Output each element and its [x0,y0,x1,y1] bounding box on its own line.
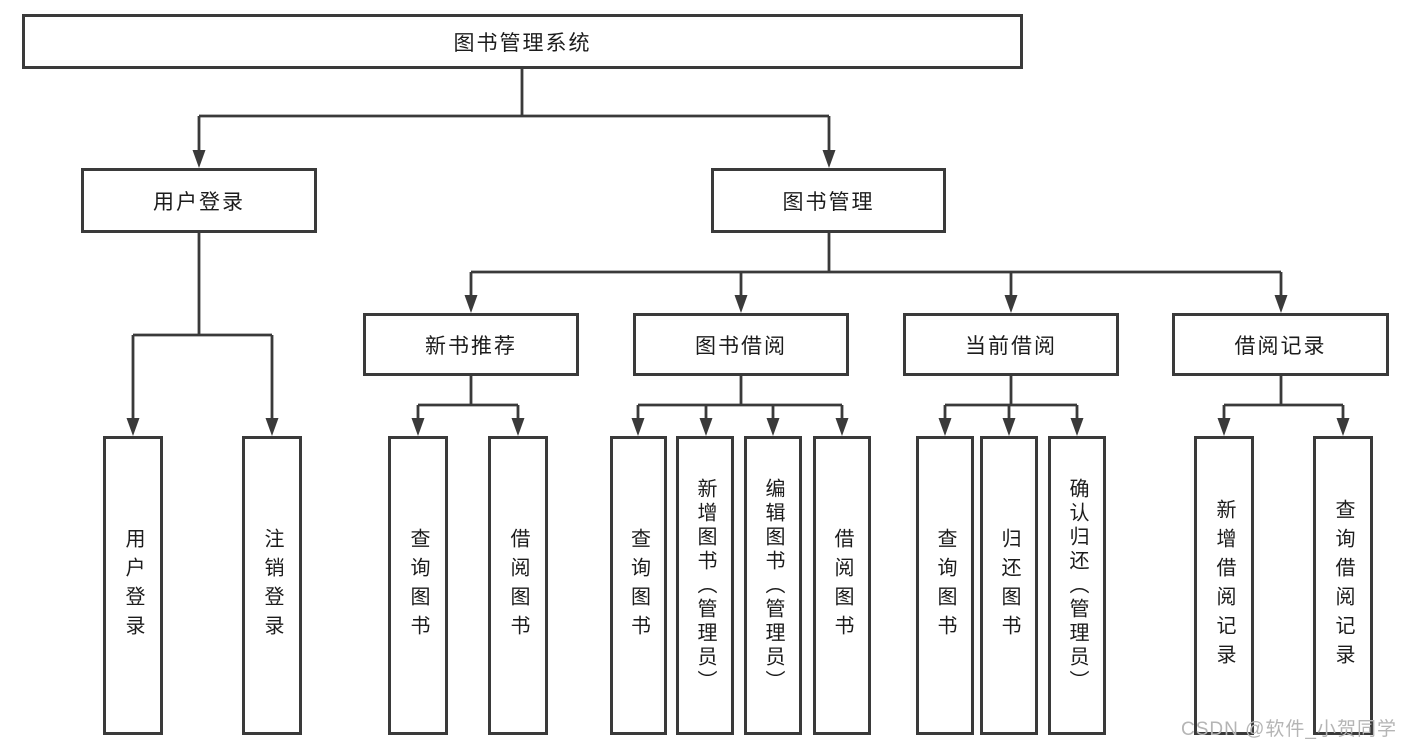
node-new-book-recommend: 新书推荐 [363,313,579,376]
node-user-login: 用户登录 [81,168,317,233]
leaf-add-book-admin-label: 新增图书（管理员） [694,477,716,694]
leaf-logout: 注销登录 [242,436,302,735]
leaf-borrow-book: 借阅图书 [813,436,871,735]
leaf-borrow-book-recommend-label: 借阅图书 [507,527,529,644]
leaf-borrow-book-label: 借阅图书 [831,527,853,644]
leaf-borrow-book-recommend: 借阅图书 [488,436,548,735]
csdn-watermark: CSDN @软件_小贺同学 [1181,719,1397,740]
leaf-query-book-recommend: 查询图书 [388,436,448,735]
leaf-user-login-label: 用户登录 [122,527,144,644]
leaf-user-login: 用户登录 [103,436,163,735]
leaf-edit-book-admin: 编辑图书（管理员） [744,436,802,735]
leaf-confirm-return-admin: 确认归还（管理员） [1048,436,1106,735]
leaf-query-book-recommend-label: 查询图书 [407,527,429,644]
leaf-logout-label: 注销登录 [261,527,283,644]
leaf-query-borrow-record: 查询借阅记录 [1313,436,1373,735]
node-current-borrow: 当前借阅 [903,313,1119,376]
leaf-add-borrow-record: 新增借阅记录 [1194,436,1254,735]
leaf-confirm-return-admin-label: 确认归还（管理员） [1066,477,1088,694]
leaf-return-book: 归还图书 [980,436,1038,735]
leaf-return-book-label: 归还图书 [998,527,1020,644]
leaf-query-book-current-label: 查询图书 [934,527,956,644]
node-library-system: 图书管理系统 [22,14,1023,69]
leaf-add-borrow-record-label: 新增借阅记录 [1213,498,1235,673]
node-borrow-record: 借阅记录 [1172,313,1389,376]
node-book-management: 图书管理 [711,168,946,233]
node-book-borrow: 图书借阅 [633,313,849,376]
arrowheads [126,150,1350,436]
leaf-query-borrow-record-label: 查询借阅记录 [1332,498,1354,673]
leaf-query-book-current: 查询图书 [916,436,974,735]
leaf-query-book-borrow: 查询图书 [610,436,667,735]
leaf-add-book-admin: 新增图书（管理员） [676,436,734,735]
leaf-edit-book-admin-label: 编辑图书（管理员） [762,477,784,694]
leaf-query-book-borrow-label: 查询图书 [627,527,650,644]
